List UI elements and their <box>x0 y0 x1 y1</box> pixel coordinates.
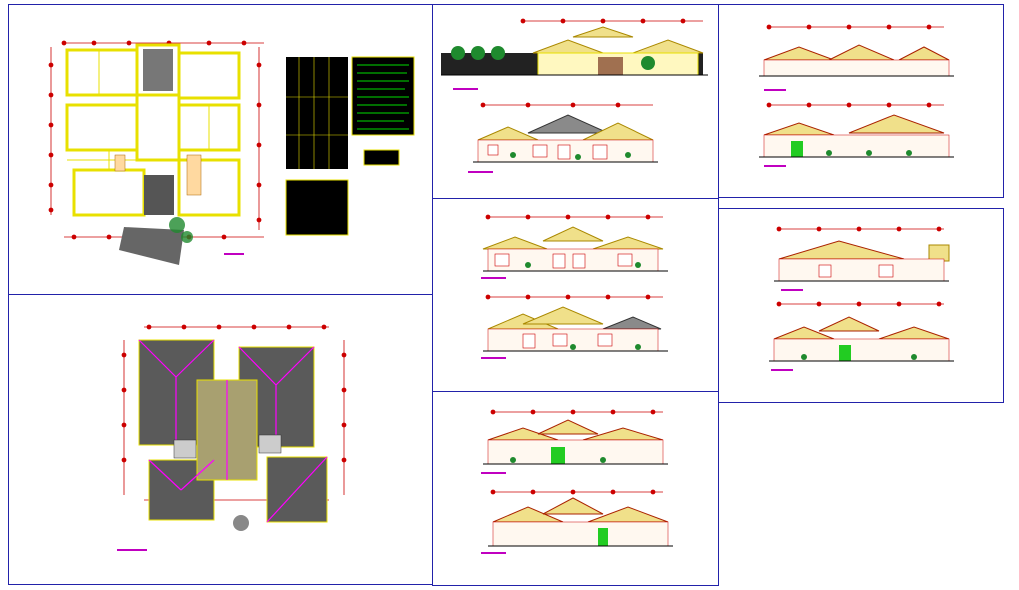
dimension-marker-icon <box>48 40 262 240</box>
green-door <box>839 345 851 361</box>
floor-plan-dimensions <box>48 40 264 240</box>
entrance <box>598 57 623 75</box>
roof-truss <box>818 316 880 332</box>
windows <box>494 253 633 269</box>
floor-plan-interior-lines <box>67 50 210 170</box>
section-drawing-1 <box>481 409 673 554</box>
tree-icon <box>641 56 655 70</box>
drawing-title <box>481 357 506 359</box>
dimension-line <box>485 214 663 300</box>
windows <box>522 333 613 349</box>
sheet-sections-2 <box>718 4 1004 198</box>
floor-plan-drawing <box>48 40 415 265</box>
drawing-title <box>781 289 803 291</box>
drawing-title-floor <box>224 253 244 255</box>
roof-truss <box>763 122 835 136</box>
roof-truss <box>898 46 950 61</box>
section-body <box>773 338 950 362</box>
shrubs <box>570 344 641 350</box>
dimension-line <box>490 409 663 495</box>
drawing-title <box>481 277 506 279</box>
sheet-roof-plan <box>8 294 433 585</box>
section-body <box>778 258 945 282</box>
terrace <box>119 227 184 265</box>
section-body <box>487 439 664 465</box>
green-door <box>551 447 565 464</box>
shrubs <box>826 150 912 156</box>
dimension-line <box>776 226 944 307</box>
roof <box>632 39 704 54</box>
section-body <box>763 59 950 77</box>
windows <box>818 264 894 278</box>
legend-lines <box>357 64 409 130</box>
shrubs <box>525 262 641 268</box>
roof <box>572 26 634 38</box>
roof-truss <box>763 46 835 61</box>
drawing-title <box>468 171 493 173</box>
drawing-title-roof <box>117 549 147 551</box>
drawing-title <box>481 552 506 554</box>
green-door <box>791 141 803 157</box>
roof-truss <box>542 497 604 515</box>
shrubs <box>510 152 631 160</box>
windows <box>487 144 608 160</box>
tree-icon <box>233 515 249 531</box>
dimension-line <box>480 18 703 108</box>
sheet-sections-1 <box>432 391 719 586</box>
shrubs <box>510 457 606 463</box>
area-summary <box>363 149 400 166</box>
roof <box>602 316 662 330</box>
schedule-lines <box>286 57 348 169</box>
roof-truss <box>878 326 950 340</box>
drawing-title <box>453 88 478 90</box>
roof <box>542 226 604 242</box>
roof <box>527 114 609 134</box>
sheet-floor-plan <box>8 4 433 295</box>
sheet-elevations-2 <box>432 198 719 393</box>
sheet-elevations-1 <box>432 4 719 200</box>
elevation-drawing-2 <box>481 214 668 359</box>
green-door <box>598 528 608 546</box>
roof <box>532 39 604 54</box>
floor-plan-hatch <box>143 49 174 215</box>
dimension-line <box>766 24 944 108</box>
door-window-schedule <box>286 57 348 169</box>
section-drawing-3 <box>769 226 954 371</box>
room-schedule <box>285 179 349 236</box>
site-wall <box>441 53 541 75</box>
drawing-title <box>771 369 793 371</box>
shrubs <box>801 354 917 360</box>
sheet-sections-3 <box>718 208 1004 403</box>
chimney <box>173 434 282 459</box>
elevation-drawing-1 <box>441 18 708 173</box>
tree-icon <box>491 46 505 60</box>
section-drawing-2 <box>759 24 954 167</box>
gable <box>928 244 950 262</box>
drawing-title <box>481 472 506 474</box>
notes-legend <box>351 56 415 136</box>
section-body <box>492 521 669 547</box>
roof <box>482 236 548 250</box>
roof-truss <box>828 44 895 61</box>
drawing-title <box>764 89 786 91</box>
roof <box>592 236 664 250</box>
tree-icon <box>451 46 465 60</box>
roof-truss <box>537 419 599 435</box>
roof-truss <box>848 114 945 134</box>
roof-plan-drawing <box>117 324 347 551</box>
drawing-title <box>764 165 786 167</box>
tree-icon <box>169 217 185 233</box>
roof-ridges <box>138 339 328 523</box>
furniture <box>114 154 202 196</box>
tree-icon <box>471 46 485 60</box>
tree-icon <box>181 231 193 243</box>
roof <box>522 306 604 325</box>
roof-truss <box>778 240 905 260</box>
